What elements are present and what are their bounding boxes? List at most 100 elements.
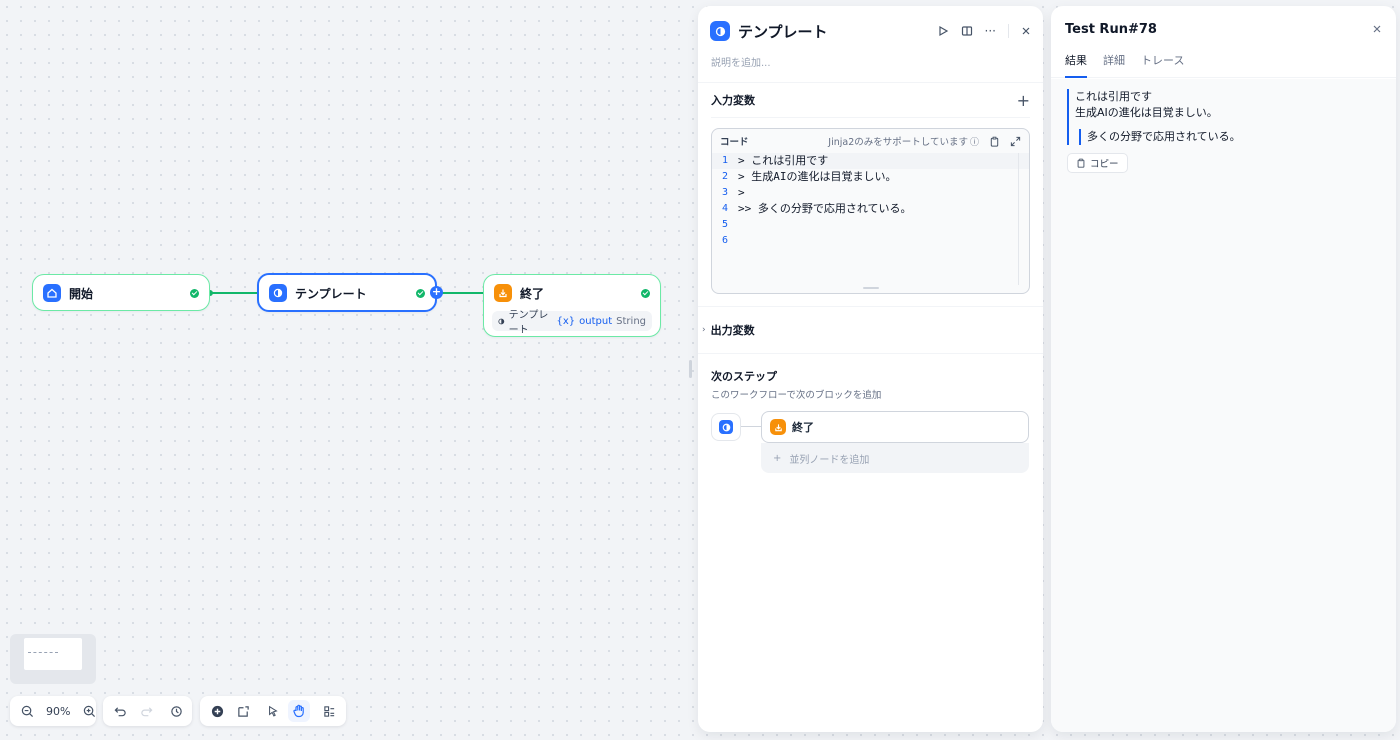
next-node-label: 終了 <box>792 421 814 434</box>
code-line: 4>> 多くの分野で応用されている。 <box>721 202 912 215</box>
pointer-icon[interactable] <box>262 700 284 722</box>
divider <box>698 82 1043 83</box>
panel-resize-handle[interactable] <box>689 360 692 378</box>
divider <box>698 306 1043 307</box>
template-icon <box>269 284 287 302</box>
quote-line-2: 生成AIの進化は目覚ましい。 <box>1075 106 1218 119</box>
history-icon[interactable] <box>165 700 187 722</box>
code-label: コード <box>720 137 749 148</box>
home-icon <box>43 284 61 302</box>
clipboard-icon <box>1077 158 1085 168</box>
code-line: 5 <box>721 219 729 230</box>
output-vars-title: 出力変数 <box>710 324 755 337</box>
input-vars-section: 入力変数 + <box>698 83 1043 117</box>
success-check-icon <box>641 288 650 298</box>
hand-icon[interactable] <box>288 700 310 722</box>
plus-icon: + <box>773 452 782 464</box>
end-node-title: 終了 <box>520 286 545 301</box>
jinja-hint: Jinja2のみをサポートしています <box>828 137 968 148</box>
run-icon[interactable] <box>937 25 949 37</box>
current-node-mini <box>711 413 741 441</box>
expand-icon[interactable] <box>1010 136 1021 147</box>
close-icon[interactable] <box>1021 26 1031 36</box>
chevron-right-icon: › <box>702 325 706 335</box>
add-parallel-node-button[interactable]: + 並列ノードを追加 <box>761 443 1029 473</box>
help-icon[interactable]: ⓘ <box>969 137 979 148</box>
nested-blockquote: 多くの分野で応用されている。 <box>1079 129 1380 145</box>
next-step-title: 次のステップ <box>711 370 777 383</box>
tab-result[interactable]: 結果 <box>1065 52 1087 78</box>
panel-title[interactable]: テンプレート <box>738 22 828 41</box>
nested-quote-text: 多くの分野で応用されている。 <box>1087 130 1241 143</box>
edge-handle <box>207 290 213 296</box>
variable-name: output <box>579 315 613 327</box>
code-line: 6 <box>721 235 729 246</box>
organize-icon[interactable] <box>318 700 340 722</box>
template-icon <box>710 21 730 41</box>
start-node[interactable]: 開始 <box>32 274 210 311</box>
run-tabs: 結果 詳細 トレース <box>1051 52 1396 78</box>
template-icon <box>498 318 505 324</box>
template-icon <box>719 420 733 434</box>
code-line: 1> これは引用です <box>712 153 1029 169</box>
result-content: これは引用です 生成AIの進化は目覚ましい。 多くの分野で応用されている。 コピ… <box>1051 78 1396 184</box>
input-vars-title: 入力変数 <box>711 94 755 107</box>
undo-icon[interactable] <box>109 700 131 722</box>
zoom-in-icon[interactable] <box>78 700 100 722</box>
variable-icon: {x} <box>556 315 576 327</box>
redo-icon[interactable] <box>135 700 157 722</box>
end-node[interactable]: 終了 テンプレート {x} output String <box>483 274 661 337</box>
copy-icon[interactable] <box>989 136 1000 147</box>
result-background <box>1051 79 1396 732</box>
minimap[interactable] <box>10 634 96 684</box>
edge-start-template <box>210 292 258 294</box>
close-icon[interactable] <box>1372 24 1382 34</box>
end-icon <box>770 419 786 435</box>
add-node-icon[interactable] <box>206 700 228 722</box>
copy-label: コピー <box>1090 159 1119 170</box>
add-next-node-icon[interactable]: + <box>430 285 443 299</box>
workflow-canvas[interactable]: 開始 テンプレート + 終了 テンプレート {x} output Str <box>0 0 698 740</box>
template-node[interactable]: テンプレート + <box>257 273 443 312</box>
output-vars-section[interactable]: › 出力変数 <box>698 307 1043 353</box>
template-node-title: テンプレート <box>295 286 367 301</box>
tab-trace[interactable]: トレース <box>1141 54 1185 67</box>
edge-template-end <box>436 292 484 294</box>
next-step-area: 終了 + 並列ノードを追加 <box>698 401 1043 481</box>
run-title: Test Run#78 <box>1065 21 1157 37</box>
variable-type: String <box>616 315 646 327</box>
blockquote: これは引用です 生成AIの進化は目覚ましい。 多くの分野で応用されている。 <box>1067 89 1380 145</box>
code-editor[interactable]: コード Jinja2のみをサポートしています ⓘ 1> これは引用です 2> 生… <box>711 128 1030 294</box>
output-variable: テンプレート {x} output String <box>492 310 652 336</box>
variable-source-node: テンプレート <box>508 310 549 336</box>
success-check-icon <box>190 288 199 298</box>
next-step-description: このワークフローで次のブロックを追加 <box>711 390 882 401</box>
zoom-out-icon[interactable] <box>16 700 38 722</box>
description-input[interactable]: 説明を追加... <box>711 58 771 69</box>
connector <box>741 426 761 427</box>
add-input-var-icon[interactable]: + <box>1016 90 1030 110</box>
zoom-controls: 90% <box>10 696 96 726</box>
canvas-tools <box>200 696 346 726</box>
divider <box>698 353 1043 354</box>
minimap-viewport[interactable] <box>24 638 82 670</box>
editor-resize-handle[interactable] <box>862 287 879 289</box>
code-lines[interactable]: 1> これは引用です 2> 生成AIの進化は目覚ましい。 3> 4>> 多くの分… <box>712 153 1029 249</box>
code-line: 2> 生成AIの進化は目覚ましい。 <box>721 170 897 183</box>
next-node-end[interactable]: 終了 <box>761 411 1029 443</box>
add-parallel-label: 並列ノードを追加 <box>789 454 870 466</box>
add-note-icon[interactable] <box>232 700 254 722</box>
start-node-title: 開始 <box>69 286 94 301</box>
copy-button[interactable]: コピー <box>1067 153 1128 173</box>
panel-layout-icon[interactable] <box>961 25 973 37</box>
history-controls <box>103 696 192 726</box>
zoom-level[interactable]: 90% <box>46 704 71 718</box>
tab-detail[interactable]: 詳細 <box>1103 54 1125 67</box>
more-icon[interactable]: ··· <box>984 24 996 38</box>
divider <box>711 117 1030 118</box>
divider <box>1008 24 1009 38</box>
scrollbar[interactable] <box>1018 153 1019 285</box>
code-line: 3> <box>721 186 745 199</box>
node-config-panel: テンプレート ··· 説明を追加... 入力変数 + コード Jinja2のみを… <box>698 6 1043 732</box>
success-check-icon <box>416 288 425 298</box>
